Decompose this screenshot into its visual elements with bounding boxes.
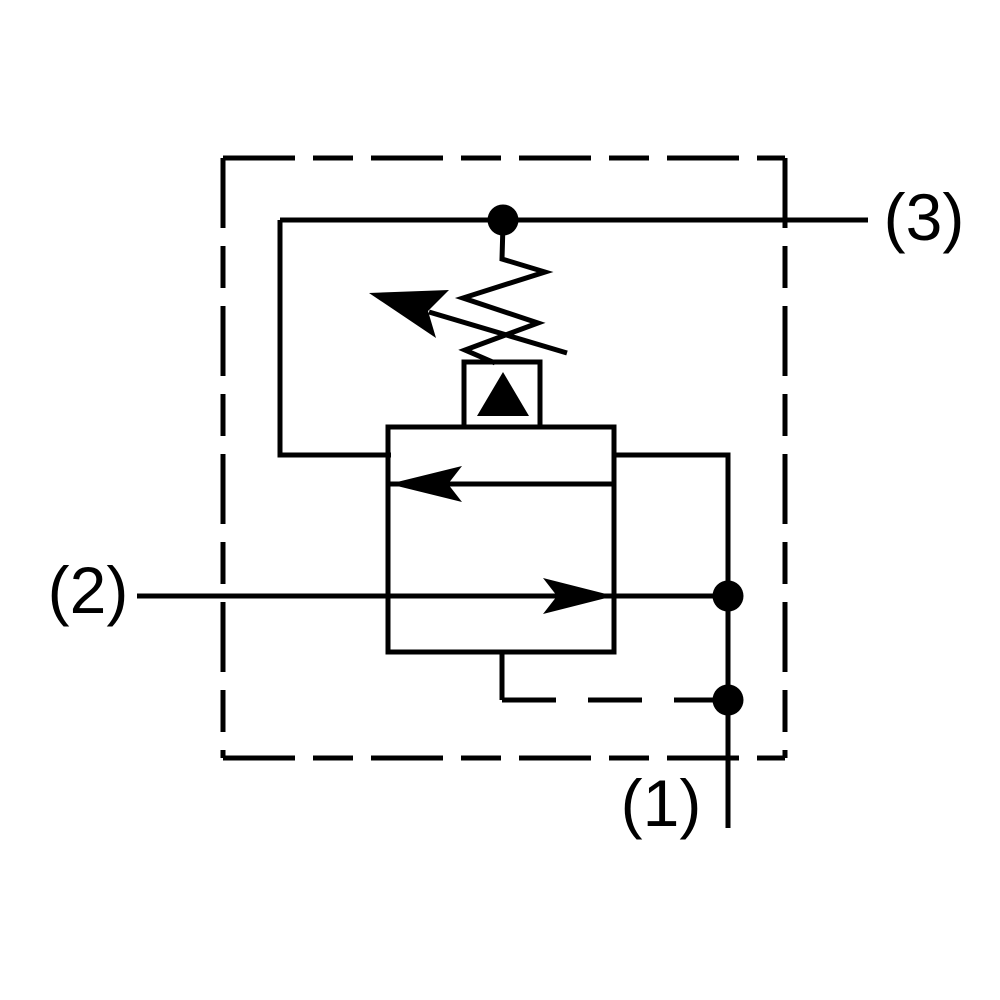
spring-zigzag bbox=[454, 223, 554, 366]
drain-line bbox=[499, 650, 728, 703]
port-1-label: (1) bbox=[621, 766, 702, 840]
junction-dot-port2 bbox=[712, 580, 744, 612]
port-labels: (3) (2) (1) bbox=[48, 180, 965, 840]
component-envelope bbox=[220, 155, 788, 761]
junction-dot-drain bbox=[712, 684, 744, 716]
flow-path-lower bbox=[137, 578, 728, 614]
adjustment-arrow-head-icon bbox=[369, 290, 449, 338]
valve-body bbox=[385, 424, 617, 655]
pilot-loop-line bbox=[277, 220, 391, 458]
pilot-operator bbox=[461, 359, 543, 430]
flow-arrow-left-icon bbox=[389, 466, 462, 502]
flow-arrow-right-icon bbox=[543, 578, 614, 614]
junction-dot-port3 bbox=[487, 204, 519, 236]
adjustment-arrow-shaft bbox=[428, 309, 568, 356]
pilot-triangle-icon bbox=[477, 372, 529, 416]
adjustable-spring bbox=[369, 223, 568, 366]
flow-path-upper bbox=[389, 466, 612, 502]
port-2-label: (2) bbox=[48, 553, 129, 627]
port-3-label: (3) bbox=[884, 180, 965, 254]
junctions bbox=[487, 204, 744, 716]
